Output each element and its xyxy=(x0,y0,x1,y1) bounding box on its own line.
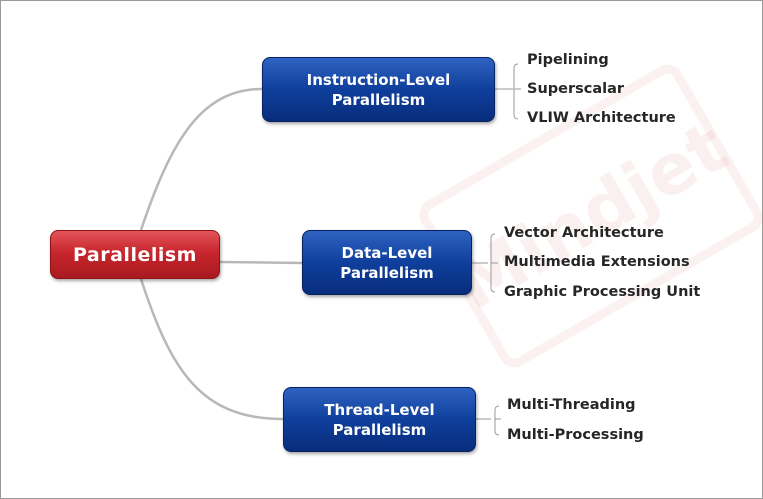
subtopic-multimedia-extensions[interactable]: Multimedia Extensions xyxy=(504,254,690,270)
subtopic-graphic-processing-unit[interactable]: Graphic Processing Unit xyxy=(504,284,701,300)
topic-label-line2: Parallelism xyxy=(332,420,427,439)
bracket-thread xyxy=(476,405,501,436)
subtopic-multi-threading[interactable]: Multi-Threading xyxy=(507,397,636,413)
bracket-data xyxy=(472,233,498,293)
connector-root-to-thread xyxy=(139,278,284,421)
connector-root-to-data xyxy=(219,260,303,265)
topic-label-line1: Instruction-Level xyxy=(306,70,451,89)
topic-data-level[interactable]: Data-Level Parallelism xyxy=(302,230,472,295)
bracket-instruction xyxy=(495,63,521,120)
subtopic-superscalar[interactable]: Superscalar xyxy=(527,81,625,97)
topic-thread-level[interactable]: Thread-Level Parallelism xyxy=(283,387,476,452)
subtopic-multi-processing[interactable]: Multi-Processing xyxy=(507,427,644,443)
subtopic-pipelining[interactable]: Pipelining xyxy=(527,52,609,68)
central-topic-label: Parallelism xyxy=(73,243,197,266)
subtopic-vliw-architecture[interactable]: VLIW Architecture xyxy=(527,110,676,126)
central-topic-parallelism[interactable]: Parallelism xyxy=(50,230,220,279)
topic-label-line1: Thread-Level xyxy=(324,400,435,419)
topic-instruction-level[interactable]: Instruction-Level Parallelism xyxy=(262,57,495,122)
topic-label-line2: Parallelism xyxy=(340,263,434,282)
connector-root-to-instruction xyxy=(139,87,263,231)
topic-label-line1: Data-Level xyxy=(341,243,433,262)
subtopic-vector-architecture[interactable]: Vector Architecture xyxy=(504,225,664,241)
topic-label-line2: Parallelism xyxy=(331,90,426,109)
